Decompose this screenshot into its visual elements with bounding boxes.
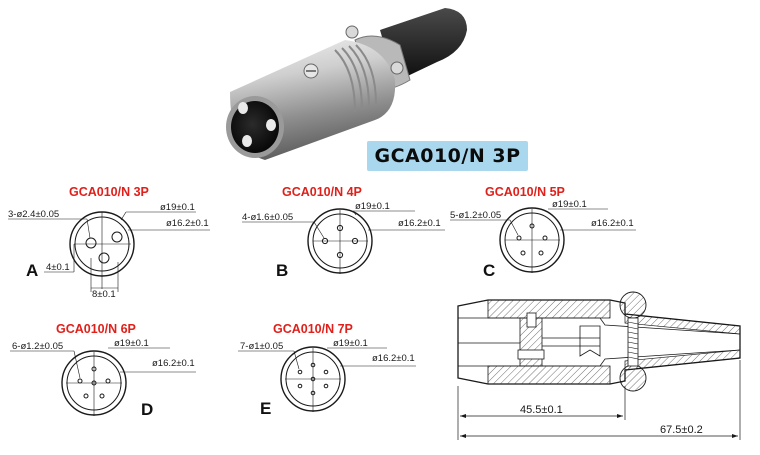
cross-section-drawing: 45.5±0.1 67.5±0.2 — [457, 291, 741, 440]
section-total-dim: 67.5±0.2 — [660, 424, 703, 436]
variant-a-outer-dim: ø19±0.1 — [160, 202, 195, 213]
variant-e-letter: E — [260, 399, 271, 418]
variant-a-title: GCA010/N 3P — [69, 185, 149, 199]
variant-c-outer-dim: ø19±0.1 — [552, 199, 587, 210]
product-badge: GCA010/N 3P — [367, 141, 528, 171]
variant-e-drawing: GCA010/N 7P 7-ø1±0.05 ø19±0.1 ø16.2±0.1 … — [238, 322, 416, 418]
variant-b-pin-dim: 4-ø1.6±0.05 — [242, 212, 293, 223]
variant-e-pin-dim: 7-ø1±0.05 — [240, 341, 283, 352]
variant-b-inner-dim: ø16.2±0.1 — [398, 218, 441, 229]
variant-b-drawing: GCA010/N 4P 4-ø1.6±0.05 ø19±0.1 ø16.2±0.… — [242, 185, 445, 280]
variant-b-outer-dim: ø19±0.1 — [355, 201, 390, 212]
variant-e-title: GCA010/N 7P — [273, 322, 353, 336]
variant-c-title: GCA010/N 5P — [485, 185, 565, 199]
variant-d-outer-dim: ø19±0.1 — [114, 338, 149, 349]
variant-c-drawing: GCA010/N 5P 5-ø1.2±0.05 ø19±0.1 ø16.2±0.… — [450, 185, 636, 280]
variant-a-pin-dim: 3-ø2.4±0.05 — [8, 209, 59, 220]
variant-d-drawing: GCA010/N 6P 6-ø1.2±0.05 ø19±0.1 ø16.2±0.… — [10, 322, 196, 419]
variant-e-inner-dim: ø16.2±0.1 — [372, 353, 415, 364]
variant-c-pin-dim: 5-ø1.2±0.05 — [450, 210, 501, 221]
variant-d-title: GCA010/N 6P — [56, 322, 136, 336]
variant-b-letter: B — [276, 261, 288, 280]
variant-b-title: GCA010/N 4P — [282, 185, 362, 199]
variant-d-letter: D — [141, 400, 153, 419]
variant-c-inner-dim: ø16.2±0.1 — [591, 218, 634, 229]
section-short-dim: 45.5±0.1 — [520, 404, 563, 416]
variant-a-spacing-dim: 8±0.1 — [92, 289, 116, 300]
variant-a-inner-dim: ø16.2±0.1 — [166, 218, 209, 229]
variant-d-inner-dim: ø16.2±0.1 — [152, 358, 195, 369]
variant-e-outer-dim: ø19±0.1 — [333, 338, 368, 349]
variant-d-pin-dim: 6-ø1.2±0.05 — [12, 341, 63, 352]
connector-photo — [226, 8, 467, 160]
variant-a-letter: A — [26, 261, 38, 280]
variant-c-letter: C — [483, 261, 495, 280]
variant-a-offset-dim: 4±0.1 — [46, 262, 70, 273]
variant-a-drawing: GCA010/N 3P 3-ø2.4±0.05 ø19±0.1 ø16.2±0.… — [8, 185, 210, 300]
